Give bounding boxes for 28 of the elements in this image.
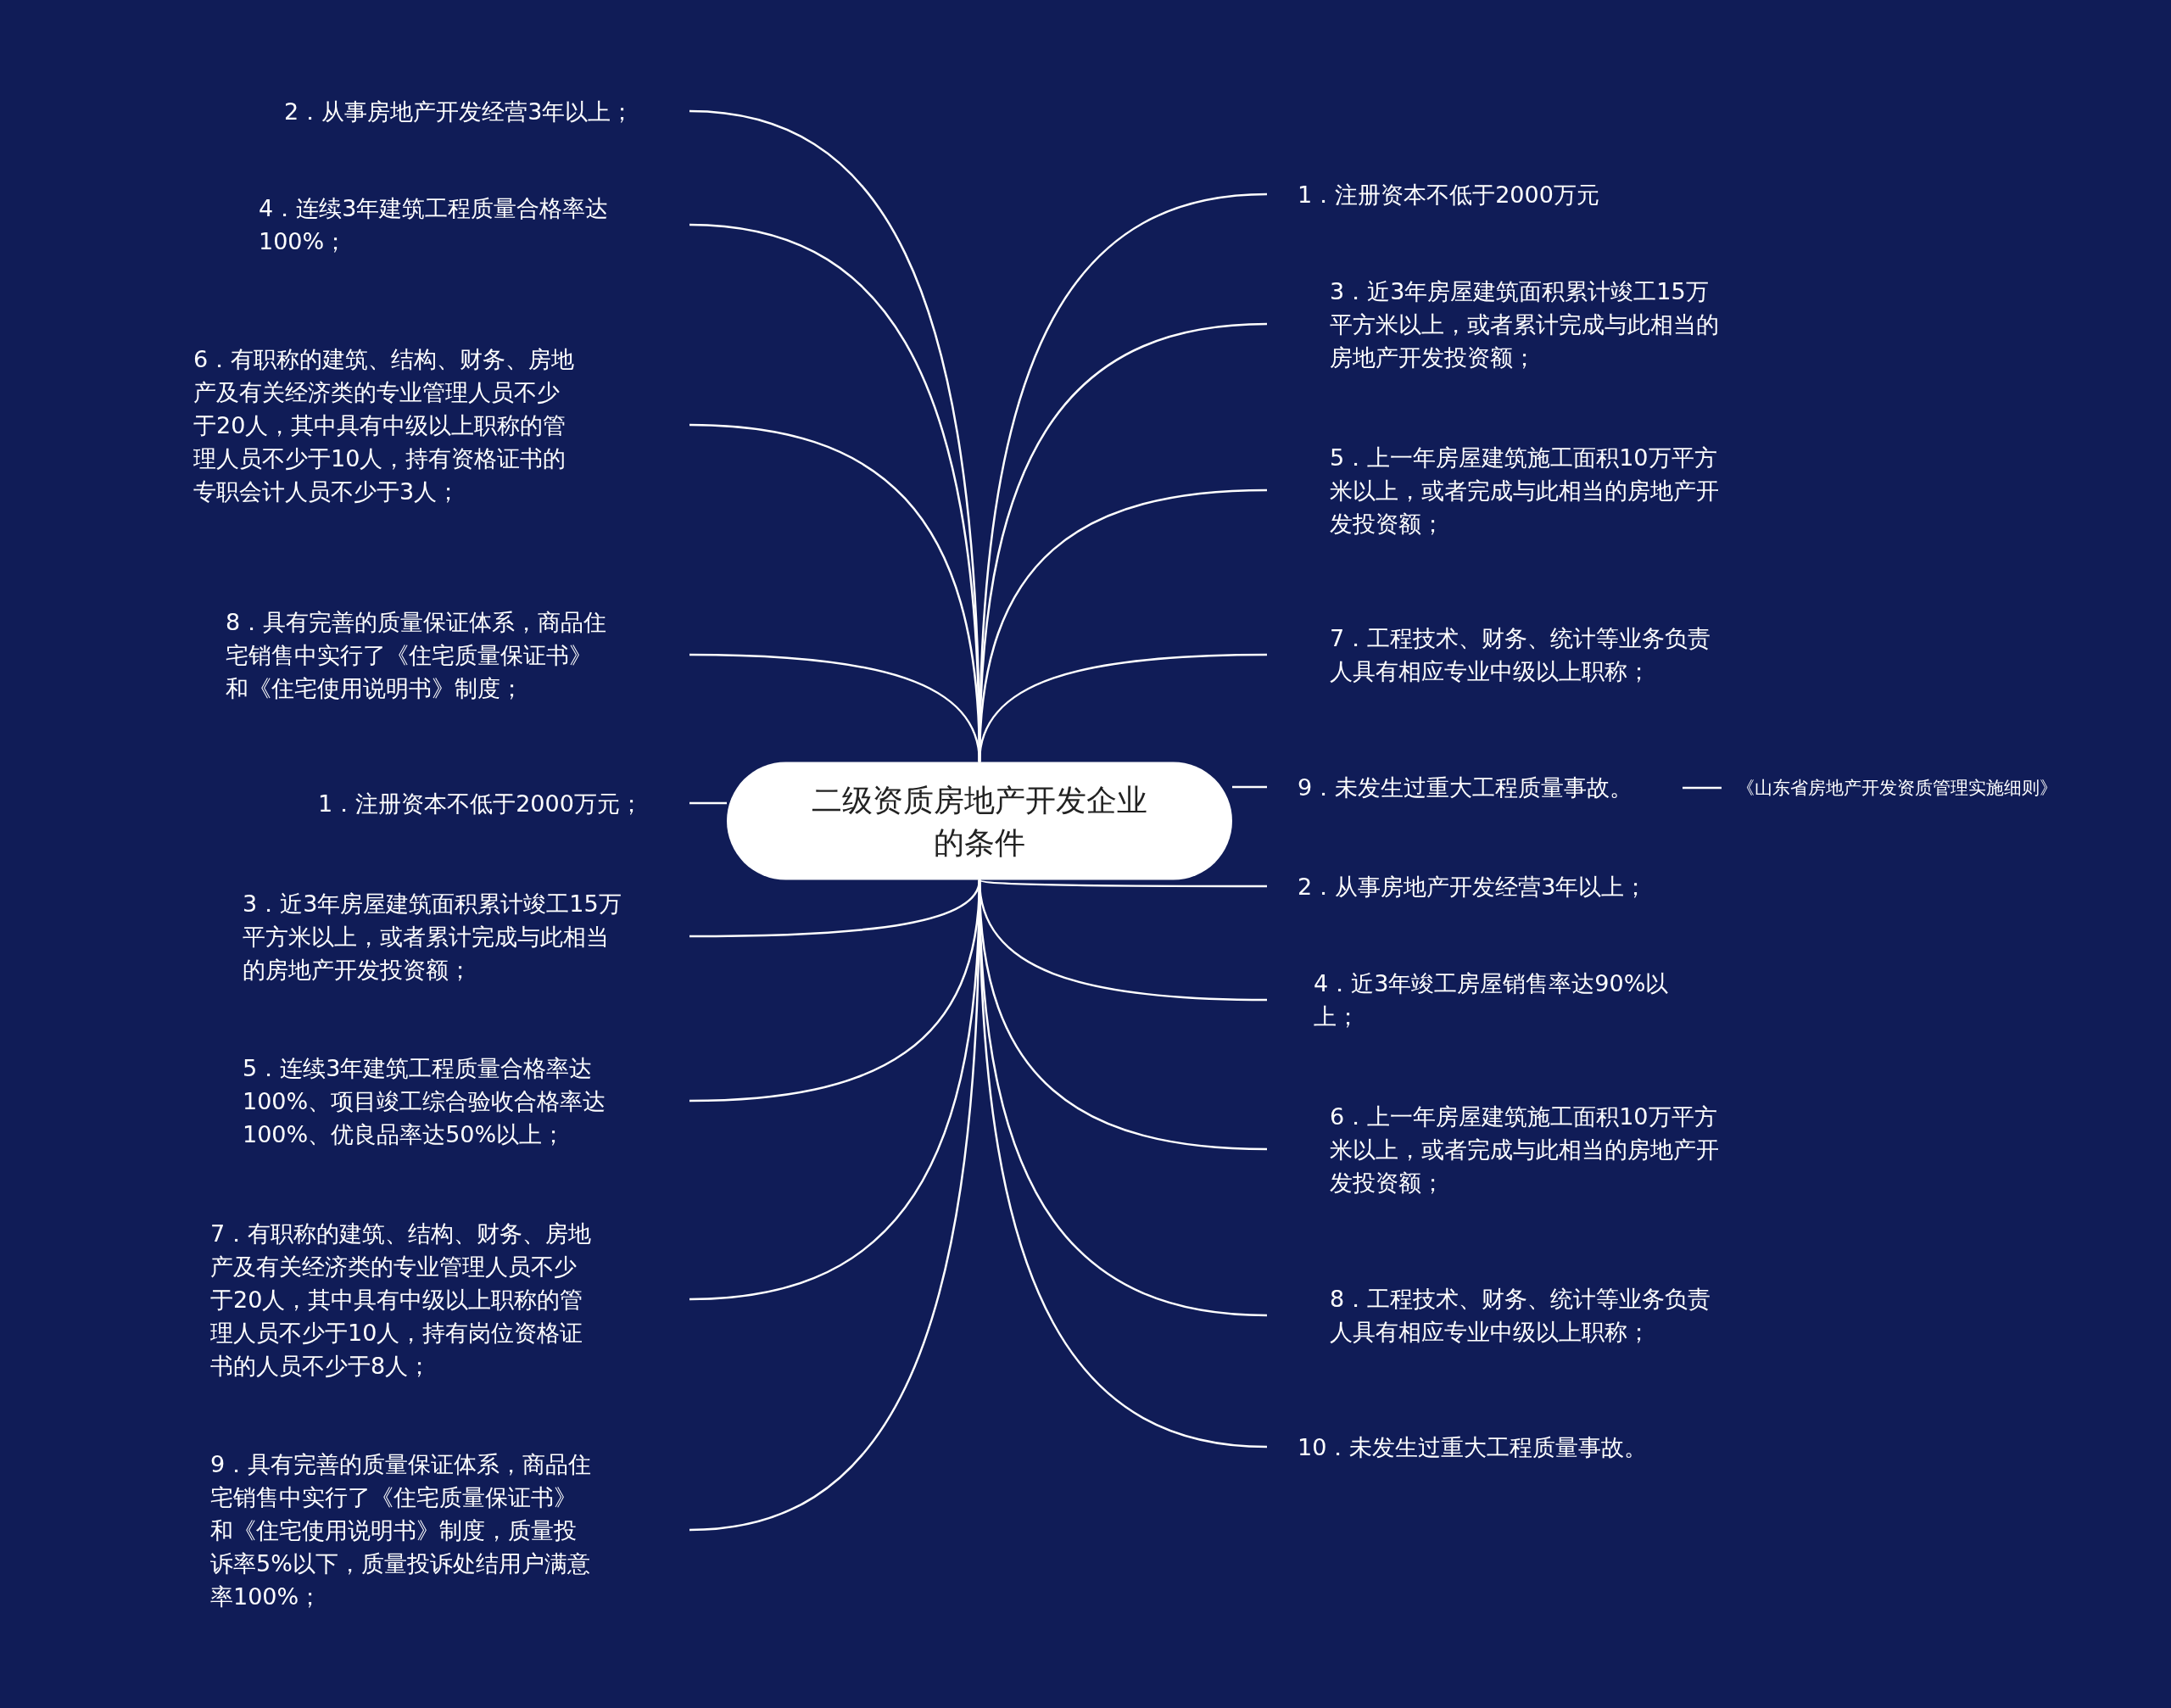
topic-item: 2．从事房地产开发经营3年以上； (284, 94, 689, 128)
topic-item: 8．工程技术、财务、统计等业务负责人具有相应专业中级以上职称； (1267, 1282, 1742, 1348)
topic-item: 9．未发生过重大工程质量事故。 (1267, 770, 1683, 804)
connector-line (979, 879, 1267, 888)
connector-line (689, 879, 981, 938)
topic-item: 4．近3年竣工房屋销售率达90%以上； (1267, 967, 1725, 1033)
topic-item: 10．未发生过重大工程质量事故。 (1267, 1430, 1708, 1464)
topic-item: 1．注册资本不低于2000万元； (318, 786, 689, 820)
topic-item: 7．有职称的建筑、结构、财务、房地产及有关经济类的专业管理人员不少于20人，其中具有中级以上职称的管理人员不少于10人，持有岗位资格证书的人员不少于8人； (210, 1216, 689, 1382)
topic-item: 2．从事房地产开发经营3年以上； (1267, 869, 1708, 903)
connector-line (978, 653, 1267, 762)
topic-item: 6．上一年房屋建筑施工面积10万平方米以上，或者完成与此相当的房地产开发投资额； (1267, 1099, 1742, 1199)
topic-item: 5．上一年房屋建筑施工面积10万平方米以上，或者完成与此相当的房地产开发投资额； (1267, 440, 1742, 540)
connector-line (1683, 786, 1722, 790)
topic-item: 3．近3年房屋建筑面积累计竣工15万平方米以上，或者累计完成与此相当的房地产开发投资额； (1267, 274, 1742, 374)
central-topic-pill: 二级资质房地产开发企业的条件 (727, 762, 1232, 880)
connector-line (978, 879, 1268, 1448)
topic-item: 3．近3年房屋建筑面积累计竣工15万平方米以上，或者累计完成与此相当的房地产开发投资额； (243, 886, 689, 986)
topic-item: 7．工程技术、财务、统计等业务负责人具有相应专业中级以上职称； (1267, 622, 1742, 688)
connector-line (689, 801, 727, 805)
topic-item: 4．连续3年建筑工程质量合格率达100%； (259, 192, 689, 258)
topic-item: 1．注册资本不低于2000万元 (1267, 177, 1708, 211)
connector-line (1232, 785, 1267, 789)
source-note: 《山东省房地产开发资质管理实施细则》 (1722, 775, 2086, 801)
topic-item: 8．具有完善的质量保证体系，商品住宅销售中实行了《住宅质量保证书》和《住宅使用说明书》制度； (226, 605, 689, 705)
topic-item: 9．具有完善的质量保证体系，商品住宅销售中实行了《住宅质量保证书》和《住宅使用说明书》制度，质量投诉率5%以下，质量投诉处结用户满意率100%； (210, 1447, 689, 1613)
topic-item: 5．连续3年建筑工程质量合格率达100%、项目竣工综合验收合格率达100%、优良品率达50%以上； (243, 1051, 689, 1151)
topic-item: 6．有职称的建筑、结构、财务、房地产及有关经济类的专业管理人员不少于20人，其中具有中级以上职称的管理人员不少于10人，持有资格证书的专职会计人员不少于3人； (193, 342, 689, 508)
